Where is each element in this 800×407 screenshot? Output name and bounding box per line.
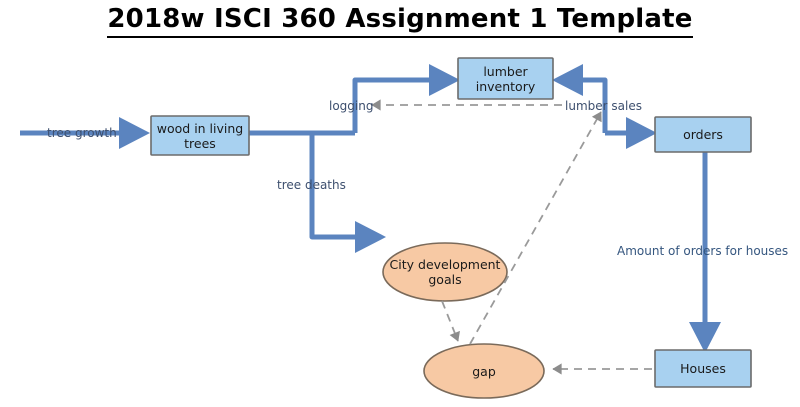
edge-label-lumber-sales: lumber sales — [565, 99, 642, 113]
edge-label-amount-of-orders-for-houses: Amount of orders for houses — [617, 244, 789, 258]
node-city-development-goals[interactable] — [382, 242, 508, 302]
info-city-goals-to-gap — [441, 300, 460, 342]
flow-tree-deaths — [309, 133, 386, 253]
node-wood-in-living-trees[interactable] — [150, 115, 250, 156]
flow-logging — [352, 63, 460, 133]
flow-lumber-sales — [552, 64, 608, 133]
page-title-text: 2018w ISCI 360 Assignment 1 Template — [107, 4, 693, 38]
page-title: 2018w ISCI 360 Assignment 1 Template — [0, 4, 800, 38]
edge-label-logging: logging — [329, 99, 374, 113]
node-houses[interactable] — [654, 349, 752, 388]
node-orders[interactable] — [654, 116, 752, 153]
node-gap[interactable] — [423, 343, 545, 399]
node-lumber-inventory[interactable] — [457, 57, 554, 100]
node-shapes — [150, 57, 752, 399]
edge-label-tree-deaths: tree deaths — [277, 178, 346, 192]
info-gap-to-lumber-sales — [469, 111, 602, 345]
edge-label-tree-growth: tree growth — [47, 126, 117, 140]
